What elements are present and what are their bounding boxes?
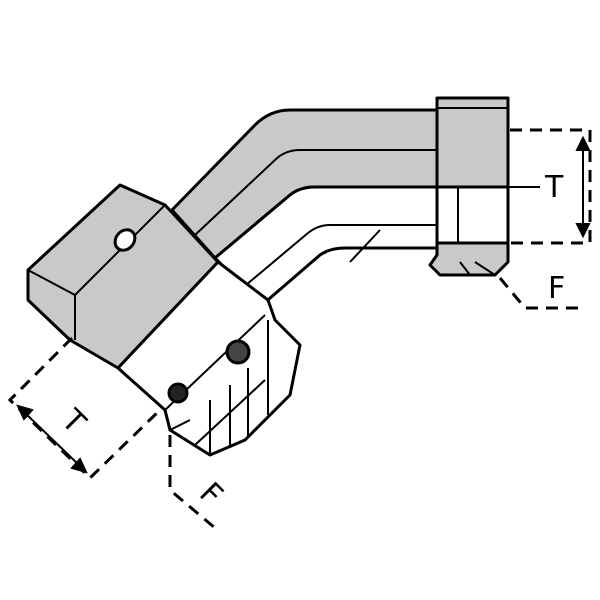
right-hex-end <box>428 241 510 277</box>
left-fitting-body <box>116 260 302 457</box>
right-t-arrowheads <box>575 135 591 239</box>
right-hex-facets <box>459 261 496 276</box>
left-fitting-lines <box>164 314 269 455</box>
left-t-arrowheads <box>16 404 88 474</box>
left-t-label: T <box>54 402 93 441</box>
tube-inner-line <box>239 224 437 291</box>
tube-highlight <box>194 149 437 236</box>
right-nut <box>435 96 510 189</box>
left-nut-hole <box>113 228 137 252</box>
right-nut-lower <box>435 185 510 245</box>
right-dim-dashed-top <box>455 128 592 245</box>
right-face-dashed <box>498 277 585 310</box>
tube-edge-line <box>349 229 381 263</box>
set-screw-lower <box>167 382 189 404</box>
left-dim-dashed <box>7 336 162 481</box>
left-f-label: F <box>192 476 229 513</box>
left-t-arrow <box>23 411 81 467</box>
right-f-label: F <box>548 271 565 306</box>
set-screw-upper <box>225 339 251 365</box>
right-t-label: T <box>544 170 564 205</box>
